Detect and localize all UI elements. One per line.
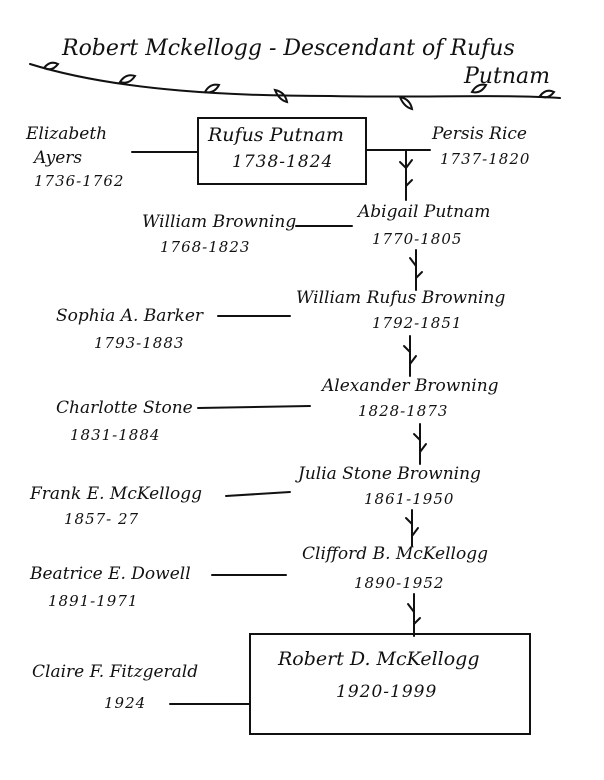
descendant-dates: 1890-1952 [354,574,445,592]
descendant-dates: 1861-1950 [364,490,455,508]
spouse-dates: 1857- 27 [64,510,140,528]
descendant-name: Clifford B. McKellogg [302,544,488,564]
spouse-dates: 1793-1883 [94,334,185,352]
spouse-name: Claire F. Fitzgerald [32,662,199,682]
descendant-name: Rufus Putnam [208,124,344,146]
descendant-dates: 1920-1999 [336,682,438,702]
spouse-name: Charlotte Stone [56,398,193,418]
descendant-name: Robert D. McKellogg [278,648,480,670]
chart-title-continued: Putnam [464,64,550,89]
spouse-dates: 1737-1820 [440,150,531,168]
spouse-dates: 1891-1971 [48,592,139,610]
descendant-name: Julia Stone Browning [298,464,481,484]
descendant-name: William Rufus Browning [296,288,506,308]
descendant-dates: 1738-1824 [232,152,334,172]
descendant-name: Abigail Putnam [358,202,491,222]
title-vine [29,63,561,99]
spouse-dates: 1831-1884 [70,426,161,444]
spouse-name: Beatrice E. Dowell [30,564,191,584]
descendant-dates: 1770-1805 [372,230,463,248]
descendant-dates: 1792-1851 [372,314,463,332]
robert-box [249,633,531,735]
spouse-name: Persis Rice [432,124,527,144]
spouse-name: Elizabeth [26,124,108,144]
spouse-name: Sophia A. Barker [56,306,204,326]
spouse-name: William Browning [142,212,297,232]
descendant-name: Alexander Browning [322,376,499,396]
spouse-name-continued: Ayers [34,148,83,168]
spouse-dates: 1736-1762 [34,172,125,190]
spouse-dates: 1768-1823 [160,238,251,256]
spouse-name: Frank E. McKellogg [30,484,203,504]
spouse-dates: 1924 [104,694,147,712]
chart-title: Robert Mckellogg - Descendant of Rufus [62,36,515,61]
descendant-dates: 1828-1873 [358,402,449,420]
